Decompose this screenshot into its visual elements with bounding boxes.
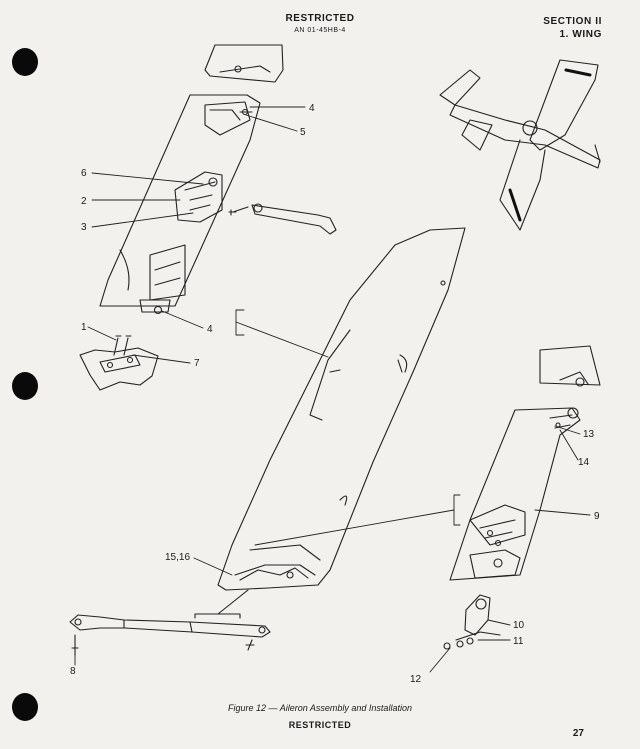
upper-hinge-bracket [99,94,261,315]
control-rod [69,589,271,656]
footer-classification: RESTRICTED [288,720,352,730]
wing-fragment-top [204,44,284,83]
airplane-aileron-highlight [508,68,592,222]
leader-lines [74,106,591,673]
hinge-fragment-lower [79,335,159,391]
page-number: 27 [572,728,584,739]
callout-14: 14 [578,457,590,468]
airplane-locator [439,59,601,231]
callout-8: 8 [70,666,76,677]
aileron [217,227,466,591]
bracket-link [228,203,337,235]
callout-7: 7 [194,358,200,369]
callout-9: 9 [594,511,600,522]
callout-6: 6 [81,168,87,179]
callout-1: 1 [81,322,87,333]
callout-4: 4 [207,324,213,335]
subsection-label: 1. WING [559,29,602,40]
header-classification: RESTRICTED [285,13,355,24]
hinge-fitting-parts [443,594,501,650]
callout-3: 3 [81,222,87,233]
document-number: AN 01-45HB-4 [294,27,346,34]
binder-hole [12,48,38,76]
binder-hole [12,372,38,400]
callout-15-16: 15,16 [165,552,190,563]
callout-5: 5 [300,127,306,138]
binder-hole [12,693,38,721]
callout-labels: 4 5 6 2 3 4 1 7 13 14 9 15,16 10 11 12 8 [70,103,600,685]
section-label: SECTION II [543,16,602,27]
callout-12: 12 [410,674,422,685]
callout-2: 2 [81,196,87,207]
callout-4: 4 [309,103,315,114]
figure-caption: Figure 12 — Aileron Assembly and Install… [228,703,412,713]
callout-10: 10 [513,620,525,631]
callout-13: 13 [583,429,595,440]
callout-11: 11 [513,636,524,647]
